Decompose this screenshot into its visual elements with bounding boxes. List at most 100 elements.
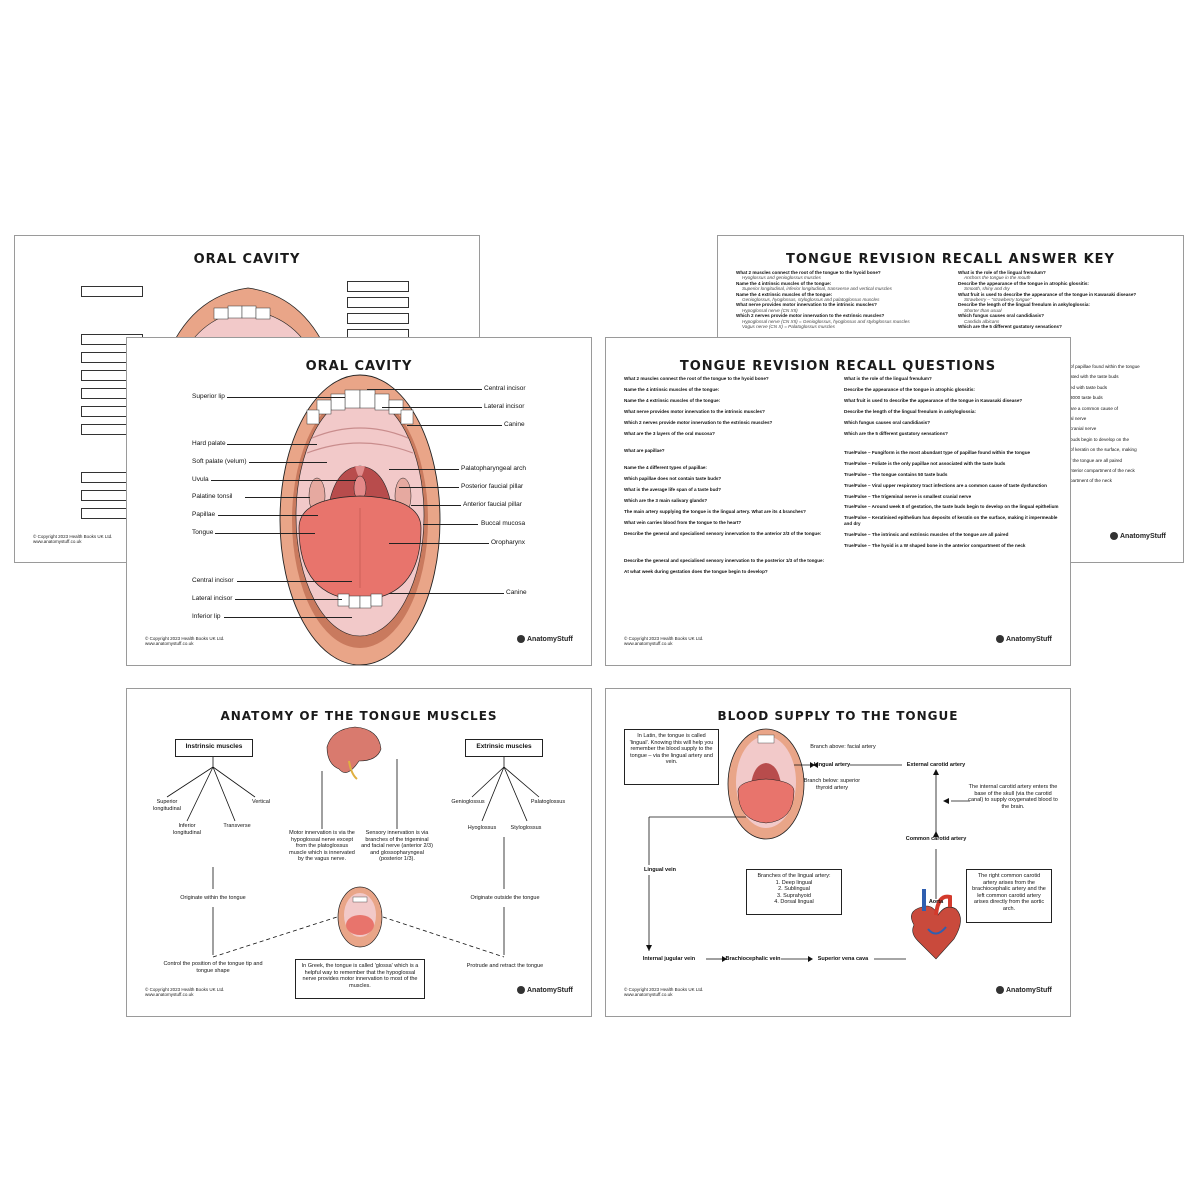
- label-soft-palate: Soft palate (velum): [192, 458, 247, 465]
- question-item: Name the 4 intrinsic muscles of the tong…: [624, 386, 720, 392]
- copyright-url: www.anatomystuff.co.uk: [145, 992, 194, 997]
- logo-text: AnatomyStuff: [527, 986, 573, 994]
- copyright-url: www.anatomystuff.co.uk: [624, 641, 673, 646]
- copyright: © Copyright 2023 Health Books UK Ltd. ww…: [145, 636, 224, 646]
- logo-text: AnatomyStuff: [1120, 532, 1166, 540]
- answer-question: Which are the 5 different gustatory sens…: [958, 324, 1062, 330]
- question-item: What vein carries blood from the tongue …: [624, 519, 742, 525]
- motor-innervation-text: Motor innervation is via the hypoglossal…: [289, 830, 355, 862]
- logo-icon: [517, 986, 525, 994]
- question-item: Describe the length of the lingual frenu…: [844, 408, 976, 414]
- label-blank-right[interactable]: [347, 313, 409, 324]
- label-inferior-longitudinal: Inferior longitudinal: [173, 823, 201, 836]
- leader-line: [227, 444, 317, 445]
- copyright-line: © Copyright 2023 Health Books UK Ltd.: [624, 636, 704, 641]
- label-palatopharyngeal-arch: Palatopharyngeal arch: [461, 465, 527, 472]
- answer-fragment: are a common cause of: [1070, 405, 1119, 411]
- logo-icon: [1110, 532, 1118, 540]
- question-item: Name the 4 extrinsic muscles of the tong…: [624, 397, 721, 403]
- question-item: Describe the general and specialised sen…: [624, 558, 825, 564]
- leader-line: [389, 543, 489, 544]
- answer-column-right: What is the role of the lingual frenulum…: [958, 270, 1173, 329]
- answer-question: Which fungus causes oral candidiasis?: [958, 313, 1045, 319]
- question-item: What 2 muscles connect the root of the t…: [624, 376, 769, 381]
- answer-text: Anchors the tongue in the mouth: [964, 275, 1031, 281]
- sheet-title: ORAL CAVITY: [193, 252, 301, 267]
- label-anterior-faucial-pillar: Anterior faucial pillar: [463, 501, 522, 508]
- answer-fragment: buds begin to develop on the: [1070, 436, 1130, 442]
- leader-line: [407, 425, 502, 426]
- label-palatoglossus: Palatoglossus: [530, 799, 566, 805]
- branch-item: 1. Deep lingual: [775, 879, 813, 886]
- anatomystuff-logo: AnatomyStuff: [996, 635, 1052, 643]
- protrude-retract-text: Protrude and retract the tongue: [466, 963, 544, 969]
- leader-line: [237, 581, 352, 582]
- leader-line: [227, 397, 345, 398]
- leader-line: [389, 469, 459, 470]
- question-item: True/False – The hyoid is a W shaped bon…: [844, 542, 1026, 548]
- logo-icon: [996, 986, 1004, 994]
- copyright-line: © Copyright 2023 Health Books UK Ltd.: [145, 636, 225, 641]
- label-blank-left[interactable]: [81, 286, 143, 297]
- leader-line: [399, 487, 459, 488]
- branch-item: 4. Dorsal lingual: [774, 899, 814, 905]
- question-item: What are papillae?: [624, 447, 665, 453]
- question-column-right: What is the role of the lingual frenulum…: [844, 376, 1059, 554]
- answer-fragment: al nerve: [1070, 416, 1087, 422]
- sheet-title: BLOOD SUPPLY TO THE TONGUE: [717, 709, 959, 723]
- answer-column-left: What 2 muscles connect the root of the t…: [736, 270, 951, 329]
- branch-item: 3. Suprahyoid: [777, 892, 811, 899]
- right-common-carotid-note: The right common carotid artery arises f…: [966, 869, 1052, 923]
- sheet-title: ANATOMY OF THE TONGUE MUSCLES: [220, 709, 498, 723]
- label-blank-right[interactable]: [347, 281, 409, 292]
- question-item: True/False – Fungiform is the most abund…: [844, 449, 1031, 455]
- originate-outside-text: Originate outside the tongue: [470, 895, 540, 901]
- answer-question: Name the 4 extrinsic muscles of the tong…: [736, 291, 833, 297]
- leader-line: [423, 524, 478, 525]
- blood-supply-diagram: [646, 728, 970, 962]
- answer-question: Which 2 nerves provide motor innervation…: [736, 313, 885, 319]
- anatomystuff-logo: AnatomyStuff: [996, 986, 1052, 994]
- sheet-blood-supply: BLOOD SUPPLY TO THE TONGUE: [605, 688, 1071, 1017]
- branch-below-text: Branch below: superior thyroid artery: [803, 778, 861, 791]
- question-item: What is the average life span of a taste…: [624, 487, 722, 493]
- answer-text: Shorter than usual: [964, 307, 1002, 313]
- answer-text: Superior longitudinal, inferior longitud…: [742, 286, 892, 292]
- answer-question: What is the role of the lingual frenulum…: [958, 270, 1046, 275]
- label-central-incisor-lower: Central incisor: [192, 577, 234, 584]
- answer-question: What fruit is used to describe the appea…: [958, 291, 1137, 297]
- logo-text: AnatomyStuff: [527, 635, 573, 643]
- leader-line: [224, 617, 352, 618]
- copyright-url: www.anatomystuff.co.uk: [33, 539, 82, 544]
- label-canine-lower: Canine: [506, 589, 527, 596]
- label-inferior-lip: Inferior lip: [192, 613, 221, 620]
- intrinsic-muscles-box: Instrinsic muscles: [175, 739, 253, 757]
- logo-icon: [517, 635, 525, 643]
- copyright-url: www.anatomystuff.co.uk: [145, 641, 194, 646]
- lingual-artery-label: Lingual artery: [813, 762, 851, 768]
- external-carotid-label: External carotid artery: [906, 762, 966, 768]
- label-buccal-mucosa: Buccal mucosa: [481, 520, 526, 527]
- question-item: Name the 4 different types of papillae:: [624, 465, 707, 471]
- leader-line: [245, 497, 310, 498]
- label-genioglossus: Genioglossus: [451, 799, 485, 805]
- question-item: True/False – Foliate is the only papilla…: [844, 460, 1006, 466]
- label-oropharynx: Oropharynx: [491, 539, 525, 546]
- sheet-tongue-muscles: ANATOMY OF THE TONGUE MUSCLES: [126, 688, 592, 1017]
- branch-above-text: Branch above: facial artery: [810, 744, 876, 750]
- label-blank-right[interactable]: [347, 297, 409, 308]
- question-item: True/False – Around week 8 of gestation,…: [844, 504, 1059, 510]
- copyright-line: © Copyright 2023 Health Books UK Ltd.: [624, 987, 704, 992]
- answer-text: Hypoglossal nerve (CN XII): [742, 307, 798, 313]
- question-item: Which are the 5 different gustatory sens…: [844, 430, 948, 436]
- control-position-text: Control the position of the tongue tip a…: [163, 961, 263, 974]
- label-canine-upper: Canine: [504, 421, 525, 428]
- label-tongue: Tongue: [192, 529, 214, 536]
- leader-line: [382, 407, 482, 408]
- logo-text: AnatomyStuff: [1006, 635, 1052, 643]
- sheet-title: TONGUE REVISION RECALL ANSWER KEY: [786, 252, 1115, 267]
- answer-fragment: ated with the taste buds: [1070, 374, 1119, 380]
- question-item: Which 2 nerves provide motor innervation…: [624, 419, 773, 425]
- originate-within-text: Originate within the tongue: [180, 895, 246, 901]
- internal-jugular-label: Internal jugular vein: [642, 956, 696, 962]
